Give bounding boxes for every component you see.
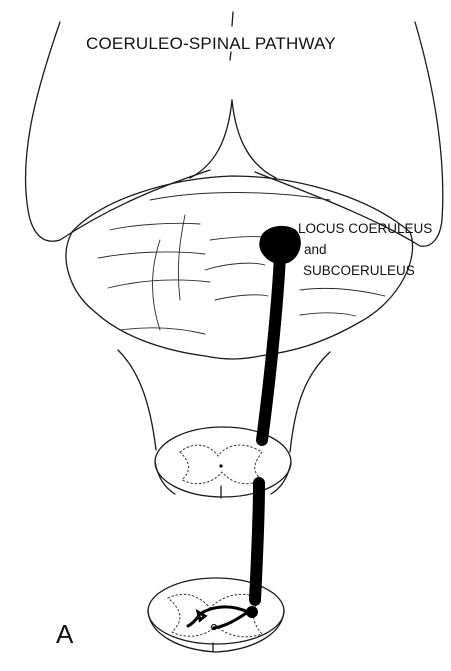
diagram-title: COERULEO-SPINAL PATHWAY (86, 34, 336, 53)
folium-line (98, 252, 205, 258)
folium-line (300, 288, 385, 296)
folium-line (110, 223, 200, 230)
folium-line (120, 328, 205, 334)
folium-line (108, 280, 210, 288)
cervical-cord-section (155, 427, 291, 497)
medulla-outline (290, 352, 330, 452)
lumbar-cord-section (148, 578, 284, 644)
coeruleospinal-tract-lower (255, 483, 259, 600)
cervical-cord-side (155, 462, 175, 494)
terminal-bouton (246, 606, 258, 618)
folium-line (300, 313, 356, 316)
folium-line (178, 215, 185, 300)
nucleus-label-line3: SUBCOERULEUS (303, 263, 415, 278)
cervical-gray-matter (180, 445, 262, 484)
folium-line (150, 193, 330, 201)
folium-line (215, 295, 268, 300)
folium-line (205, 263, 265, 270)
nucleus-label-line1: LOCUS COERULEUS (298, 221, 432, 236)
right-hemisphere-outline (255, 22, 443, 246)
medial-surface-right (232, 100, 276, 178)
folium-line (153, 240, 161, 330)
cervical-cord-side (271, 462, 291, 494)
lumbar-cord-rim (148, 611, 284, 652)
medulla-outline (118, 350, 156, 450)
left-hemisphere-outline (26, 22, 210, 241)
nucleus-label-line2: and (304, 242, 327, 257)
panel-letter: A (56, 619, 74, 649)
medial-surface-left (190, 100, 232, 178)
coeruleospinal-tract-upper (262, 255, 280, 440)
cervical-central-canal (219, 464, 222, 467)
